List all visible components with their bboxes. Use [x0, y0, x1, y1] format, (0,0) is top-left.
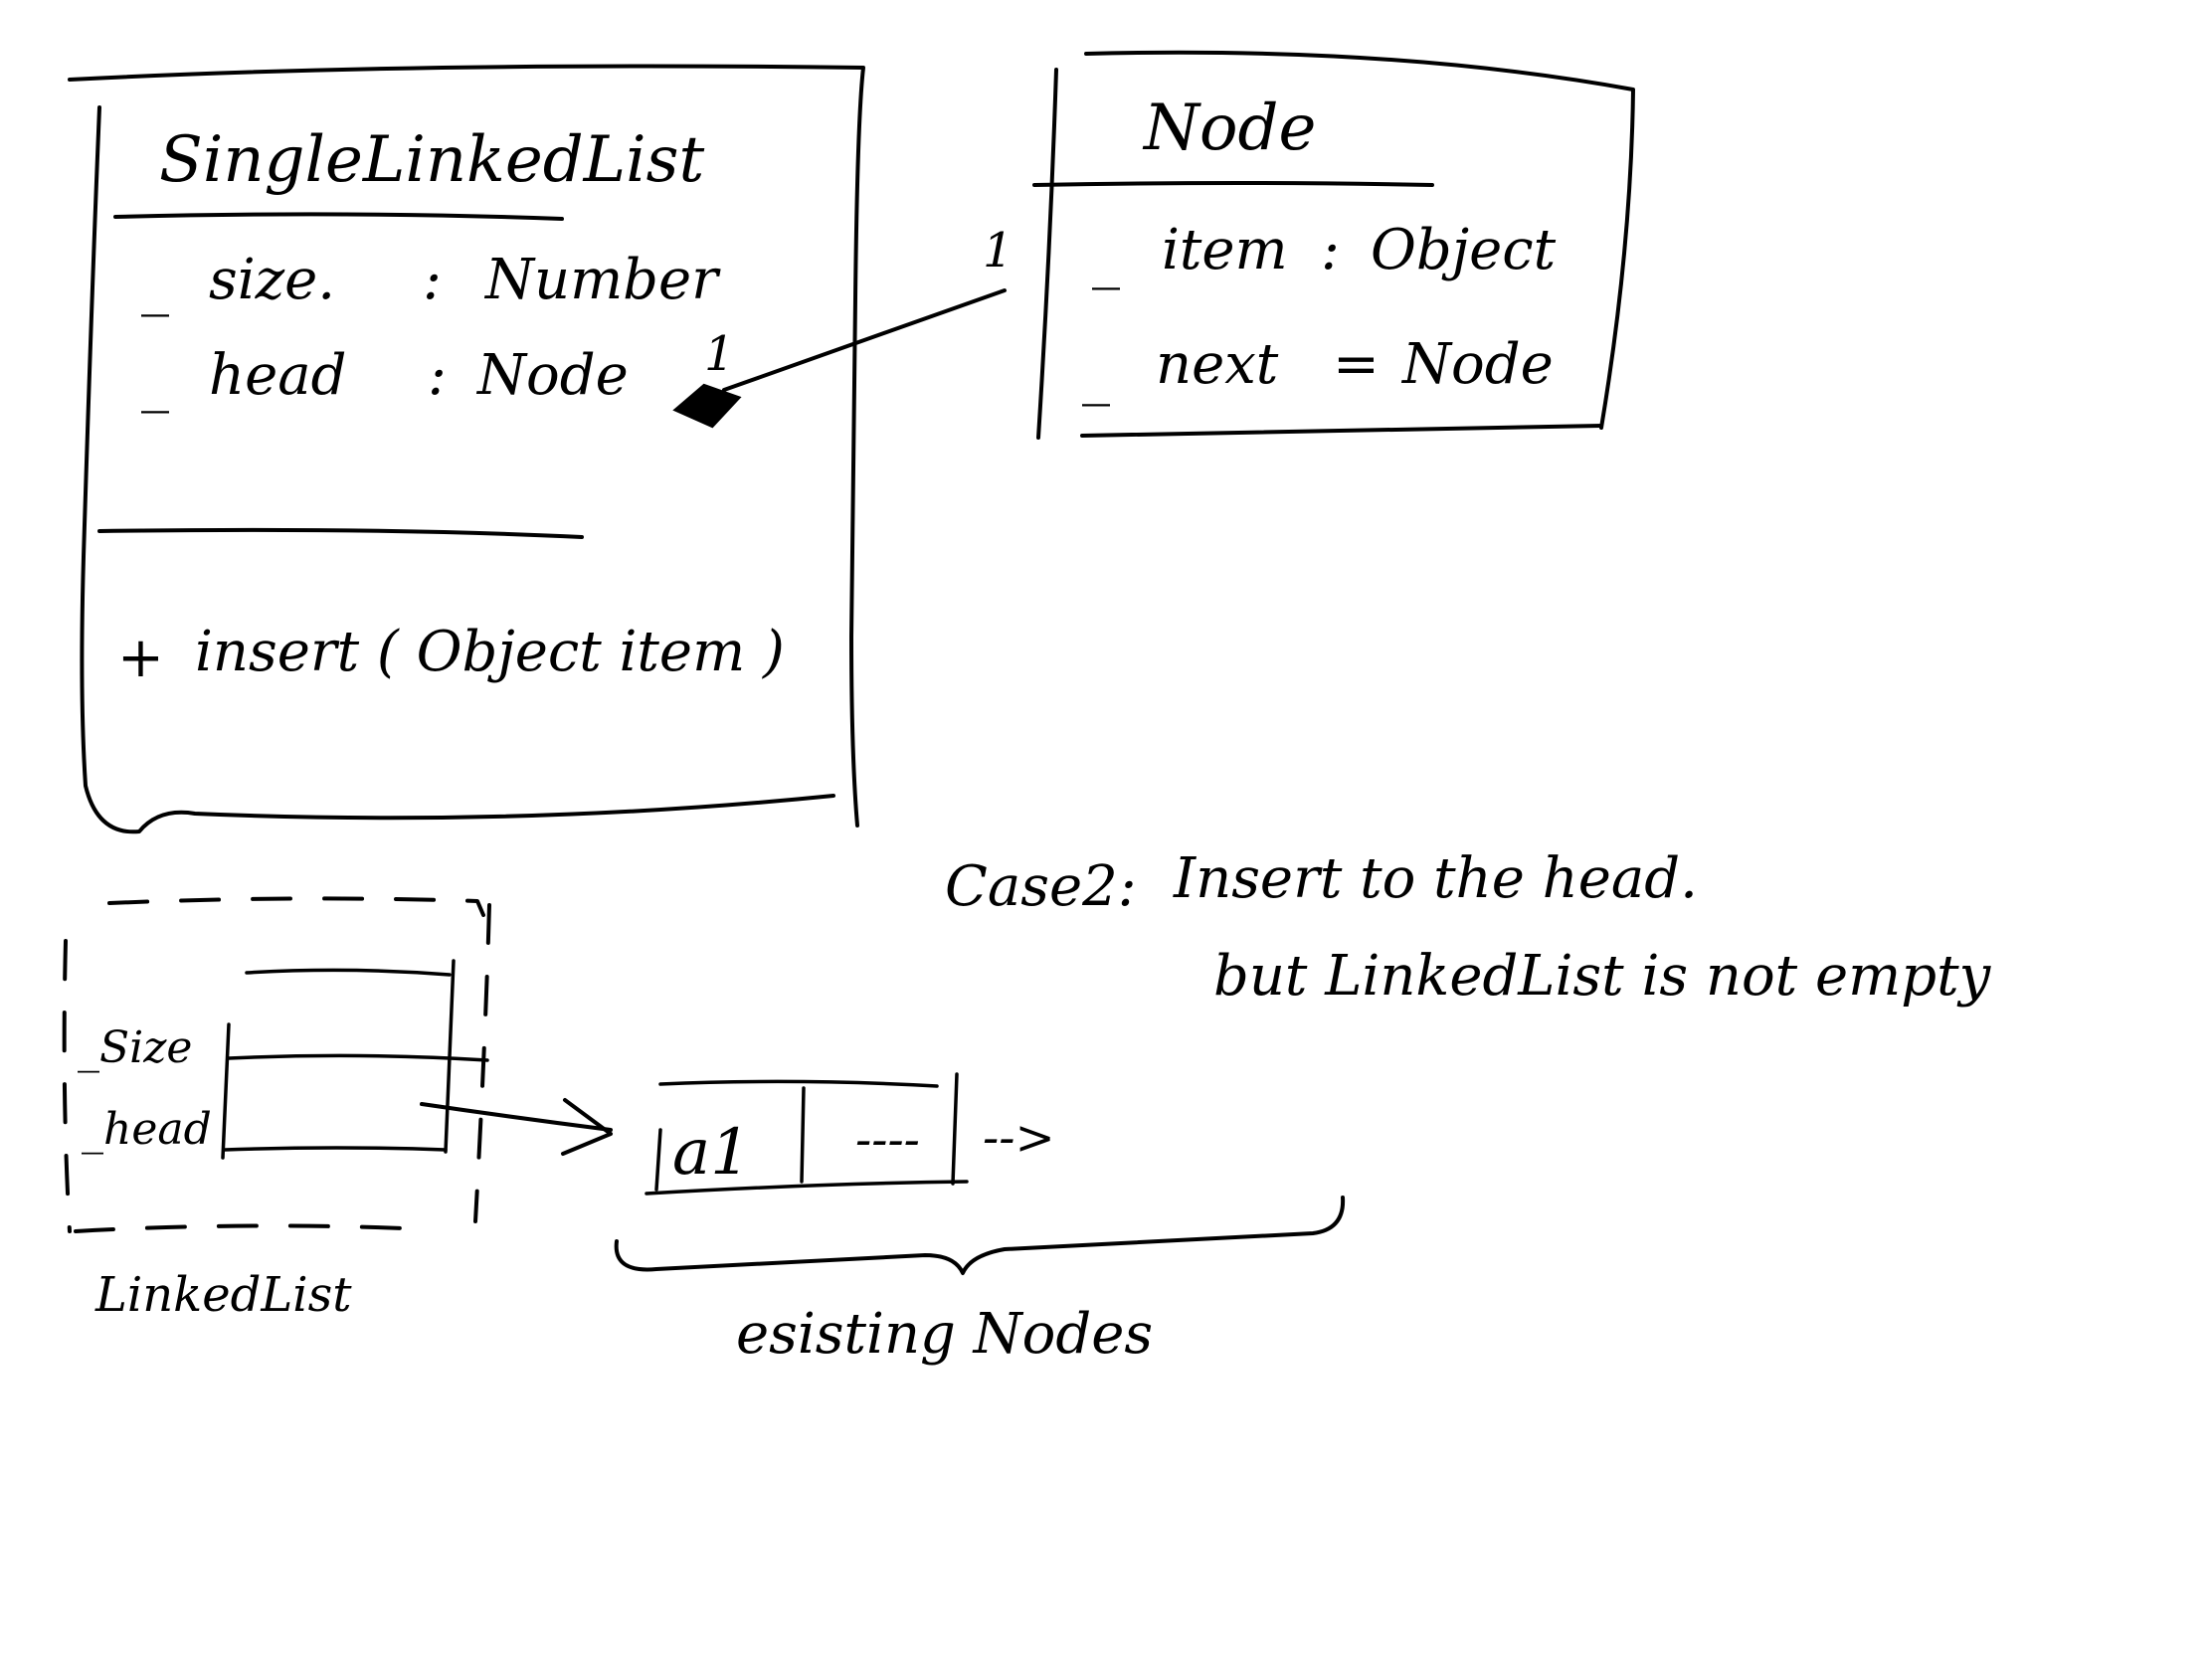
- field-head: _ head : Node: [141, 343, 629, 414]
- field-item-type: Object: [1371, 218, 1557, 282]
- case-line-2: but LinkedList is not empty: [1213, 944, 1992, 1009]
- field-size-name: size.: [209, 248, 335, 312]
- linked-list-dashed-boundary: [62, 896, 491, 1233]
- continuation-arrow: -->: [983, 1110, 1055, 1166]
- class-box-node: [1032, 50, 1635, 440]
- class-name-node: Node: [1142, 92, 1316, 165]
- method-insert: + insert ( Object item ): [117, 620, 785, 690]
- multiplicity-target: 1: [983, 223, 1014, 278]
- class-name-divider: [113, 212, 564, 221]
- field-item-marker: _: [1092, 226, 1120, 290]
- field-size: _ size. : Number: [141, 248, 721, 317]
- sketch-field-head: _head: [82, 1104, 212, 1155]
- association-line: [672, 288, 1007, 429]
- node-value-a1: a1: [672, 1116, 751, 1190]
- case-label: Case2:: [945, 854, 1137, 919]
- field-head-separator: :: [428, 343, 447, 408]
- existing-node-box: [645, 1072, 969, 1196]
- field-next-type: Node: [1400, 332, 1554, 397]
- method-insert-marker: +: [117, 626, 164, 690]
- node-bottom-line: [1080, 424, 1603, 438]
- class-name-single-linked-list: SingleLinkedList: [159, 123, 704, 197]
- linked-list-label: LinkedList: [94, 1267, 352, 1323]
- field-next-separator: =: [1333, 332, 1380, 397]
- node-name-divider: [1032, 181, 1434, 187]
- method-insert-signature: insert ( Object item ): [195, 620, 785, 684]
- sketch-field-size: _Size: [78, 1022, 192, 1073]
- composition-diamond-icon: [672, 383, 742, 429]
- class-box-single-linked-list: [68, 64, 865, 834]
- curly-brace-icon: [614, 1196, 1346, 1275]
- linked-list-fields-box: [221, 959, 489, 1160]
- field-head-marker: _: [141, 349, 169, 414]
- arrowhead-icon: [561, 1098, 613, 1156]
- field-next-marker: _: [1082, 342, 1110, 407]
- case-line-1: Insert to the head.: [1173, 846, 1698, 911]
- field-next-name: next: [1156, 332, 1279, 397]
- existing-nodes-label: esisting Nodes: [736, 1302, 1153, 1367]
- field-item-separator: :: [1321, 218, 1340, 282]
- association-connector: [722, 288, 1007, 392]
- node-next-marker: ----: [855, 1112, 920, 1168]
- field-item-name: item: [1162, 218, 1288, 282]
- field-item: _ item : Object: [1092, 218, 1557, 290]
- fields-divider: [97, 527, 584, 539]
- field-next: _ next = Node: [1082, 332, 1554, 407]
- field-size-marker: _: [141, 253, 169, 317]
- field-size-type: Number: [483, 248, 721, 312]
- field-head-type: Node: [475, 343, 629, 408]
- multiplicity-source: 1: [704, 326, 735, 382]
- head-pointer-arrow: [420, 1098, 613, 1156]
- field-head-name: head: [209, 343, 346, 408]
- field-size-separator: :: [423, 248, 442, 312]
